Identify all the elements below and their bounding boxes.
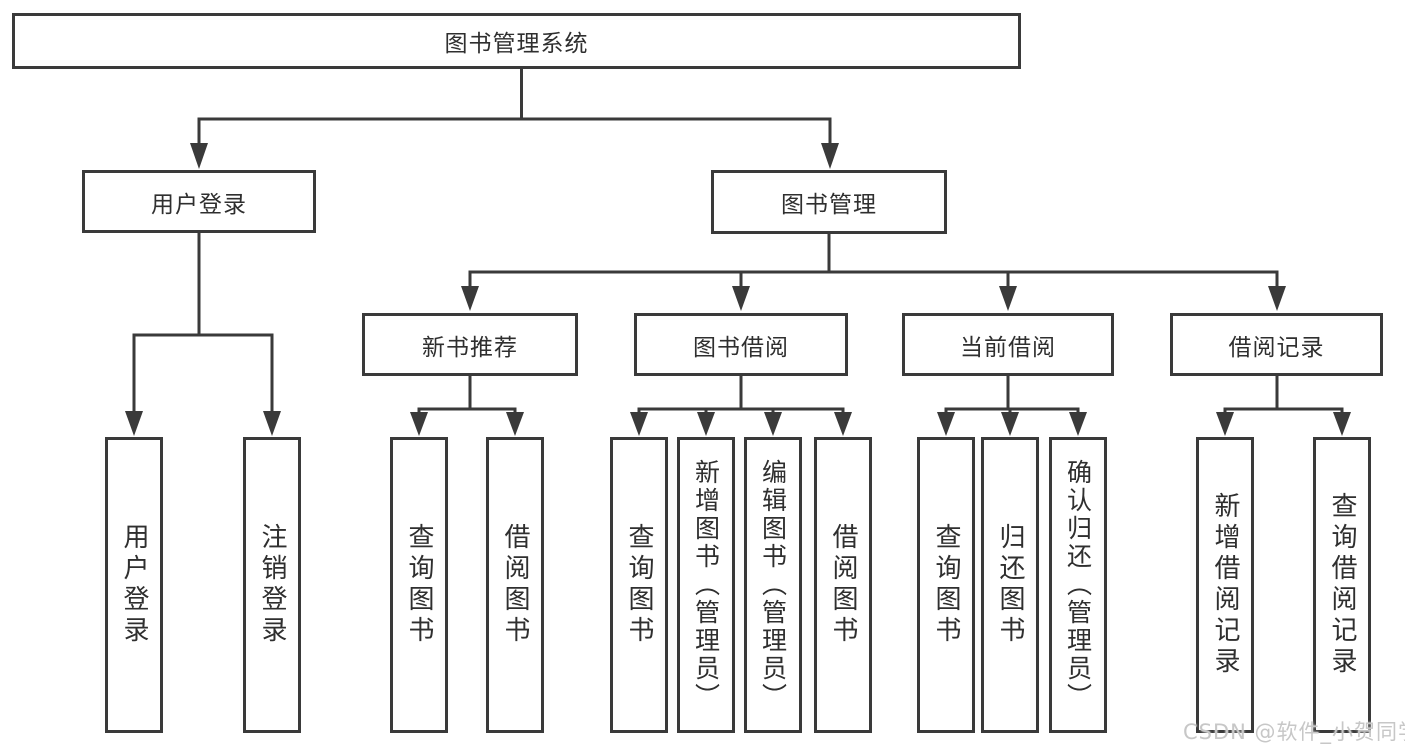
node-book-borrow-label: 图书借阅 bbox=[693, 334, 789, 361]
leaf-borrow-books: 借阅图书 bbox=[814, 437, 872, 733]
node-user-login-label: 用户登录 bbox=[151, 191, 247, 218]
leaf-current-query-books-label: 查询图书 bbox=[931, 523, 961, 647]
leaf-confirm-return-admin-label: 确认归还（管理员） bbox=[1063, 459, 1093, 711]
leaf-user-login: 用户登录 bbox=[105, 437, 163, 733]
leaf-add-borrow-record: 新增借阅记录 bbox=[1196, 437, 1254, 733]
connector-book-borrow-children bbox=[630, 376, 852, 436]
leaf-logout-label: 注销登录 bbox=[257, 523, 287, 647]
leaf-edit-books-admin-label: 编辑图书（管理员） bbox=[758, 459, 788, 711]
connector-user-login-children bbox=[125, 233, 281, 436]
leaf-logout: 注销登录 bbox=[243, 437, 301, 733]
node-new-book-recommend: 新书推荐 bbox=[362, 313, 578, 376]
node-book-management: 图书管理 bbox=[711, 170, 947, 234]
node-current-borrow-label: 当前借阅 bbox=[960, 334, 1056, 361]
node-user-login: 用户登录 bbox=[82, 170, 316, 233]
leaf-return-books: 归还图书 bbox=[981, 437, 1039, 733]
leaf-confirm-return-admin: 确认归还（管理员） bbox=[1049, 437, 1107, 733]
node-current-borrow: 当前借阅 bbox=[902, 313, 1114, 376]
connector-root-to-level2 bbox=[190, 69, 839, 169]
leaf-edit-books-admin: 编辑图书（管理员） bbox=[744, 437, 802, 733]
leaf-borrow-query-books-label: 查询图书 bbox=[624, 523, 654, 647]
connector-book-management-children bbox=[461, 234, 1286, 311]
csdn-watermark: CSDN @软件_小贺同学 bbox=[1183, 720, 1405, 744]
connector-current-borrow-children bbox=[937, 376, 1087, 436]
leaf-recommend-borrow-books: 借阅图书 bbox=[486, 437, 544, 733]
leaf-borrow-query-books: 查询图书 bbox=[610, 437, 668, 733]
leaf-return-books-label: 归还图书 bbox=[995, 523, 1025, 647]
node-library-system-label: 图书管理系统 bbox=[444, 31, 589, 57]
node-borrow-records: 借阅记录 bbox=[1170, 313, 1383, 376]
node-library-system: 图书管理系统 bbox=[12, 13, 1021, 69]
leaf-borrow-books-label: 借阅图书 bbox=[828, 523, 858, 647]
leaf-add-books-admin: 新增图书（管理员） bbox=[677, 437, 735, 733]
node-borrow-records-label: 借阅记录 bbox=[1228, 334, 1325, 361]
node-book-management-label: 图书管理 bbox=[781, 192, 877, 218]
node-book-borrow: 图书借阅 bbox=[634, 313, 848, 376]
leaf-recommend-query-books-label: 查询图书 bbox=[404, 523, 434, 647]
leaf-user-login-label: 用户登录 bbox=[119, 523, 149, 647]
leaf-add-borrow-record-label: 新增借阅记录 bbox=[1210, 492, 1240, 678]
node-new-book-recommend-label: 新书推荐 bbox=[422, 334, 518, 361]
leaf-add-books-admin-label: 新增图书（管理员） bbox=[691, 459, 721, 711]
leaf-query-borrow-record: 查询借阅记录 bbox=[1313, 437, 1371, 733]
leaf-current-query-books: 查询图书 bbox=[917, 437, 975, 733]
leaf-recommend-query-books: 查询图书 bbox=[390, 437, 448, 733]
connector-borrow-records-children bbox=[1216, 376, 1351, 436]
leaf-query-borrow-record-label: 查询借阅记录 bbox=[1327, 492, 1357, 678]
connector-new-book-recommend-children bbox=[410, 376, 524, 436]
leaf-recommend-borrow-books-label: 借阅图书 bbox=[500, 523, 530, 647]
